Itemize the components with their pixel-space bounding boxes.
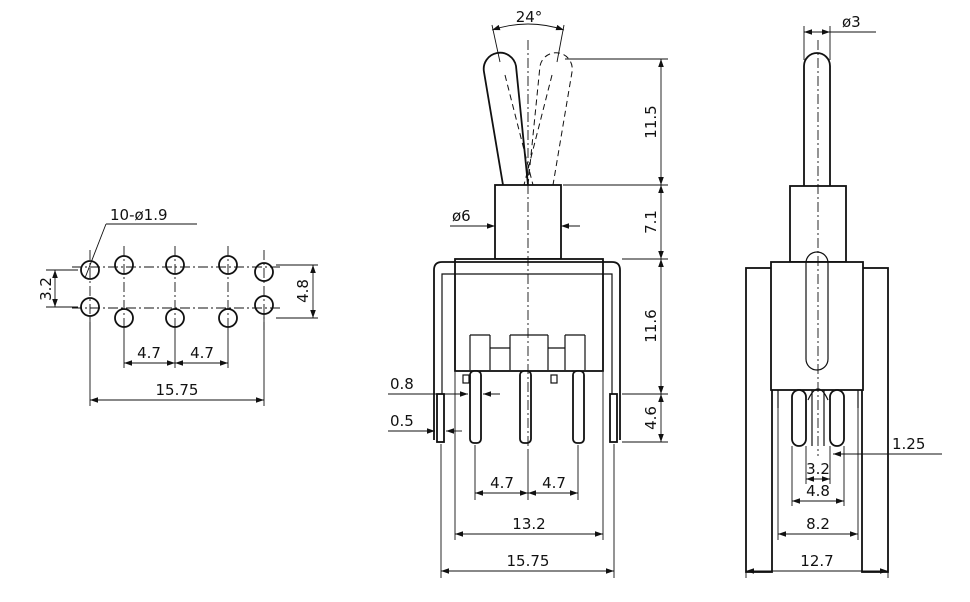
dim-12-7-label: 12.7: [800, 552, 833, 570]
side-flange-right: [861, 267, 889, 573]
switch-body: [454, 258, 604, 372]
dim-4-8-label: 4.8: [806, 482, 830, 500]
lower-housing: [777, 390, 859, 408]
base-block: [564, 334, 586, 370]
dim-7-1-label: 7.1: [642, 210, 660, 234]
pin: [519, 370, 532, 444]
hole: [80, 260, 100, 280]
angle-ext: [556, 24, 565, 63]
pcb-footprint-view: 10-ø1.9 3.2 4.8 4.7 4.7 15.75: [37, 206, 318, 406]
dia-3-label: ø3: [842, 13, 861, 31]
dim-8-2-label: 8.2: [806, 515, 830, 533]
dim-11-5-label: 11.5: [642, 105, 660, 138]
pins: [436, 370, 618, 444]
dim-1-25-label: 1.25: [892, 435, 925, 453]
dia-6-label: ø6: [452, 207, 471, 225]
pin-inner: [811, 390, 825, 446]
side-pin: [829, 389, 845, 447]
pin: [572, 370, 585, 444]
angle-label: 24°: [516, 8, 543, 26]
hole: [165, 255, 185, 275]
frame-bracket: [433, 261, 621, 440]
side-lever: [803, 52, 831, 186]
frame-pin: [436, 393, 445, 443]
toggle-lever: [482, 51, 529, 186]
frame-inner: [441, 273, 613, 440]
hole: [114, 255, 134, 275]
hole: [254, 262, 274, 282]
dim-4-7-label: 4.7: [542, 474, 566, 492]
holes-leader: [84, 223, 107, 279]
dim-0-5-label: 0.5: [390, 412, 414, 430]
dim-4-6-label: 4.6: [642, 406, 660, 430]
base-block: [509, 334, 549, 370]
front-view: 24° ø6: [388, 8, 668, 578]
dim-13-2-label: 13.2: [512, 515, 545, 533]
side-body: [770, 261, 864, 391]
dim-15-75-label: 15.75: [507, 552, 550, 570]
actuator-slot: [805, 251, 829, 371]
side-pin: [791, 389, 807, 447]
frame-pin: [609, 393, 618, 443]
base-block: [469, 334, 491, 370]
pin: [469, 370, 482, 444]
hole: [218, 255, 238, 275]
tab: [550, 374, 558, 384]
angle-arc: [491, 23, 565, 31]
dim-4-7-label: 4.7: [490, 474, 514, 492]
dim-4-7-label: 4.7: [137, 344, 161, 362]
side-view: ø3 1.25 3.2 4.8 8.2 12.7: [745, 13, 942, 578]
dim-4-8-label: 4.8: [294, 279, 312, 303]
angle-ext: [491, 24, 501, 63]
toggle-lever-alt: [527, 52, 573, 186]
dim-15-75-label: 15.75: [156, 381, 199, 399]
dim-11-6-label: 11.6: [642, 309, 660, 342]
dim-0-8-label: 0.8: [390, 375, 414, 393]
holes-callout: 10-ø1.9: [110, 206, 168, 224]
side-flange-left: [745, 267, 773, 573]
dim-3-2-label: 3.2: [806, 460, 830, 478]
frame-inner-sides: [454, 274, 604, 370]
tab: [462, 374, 470, 384]
dim-3-2-label: 3.2: [37, 277, 55, 301]
dim-4-7-label: 4.7: [190, 344, 214, 362]
lever-axis: [523, 74, 553, 186]
